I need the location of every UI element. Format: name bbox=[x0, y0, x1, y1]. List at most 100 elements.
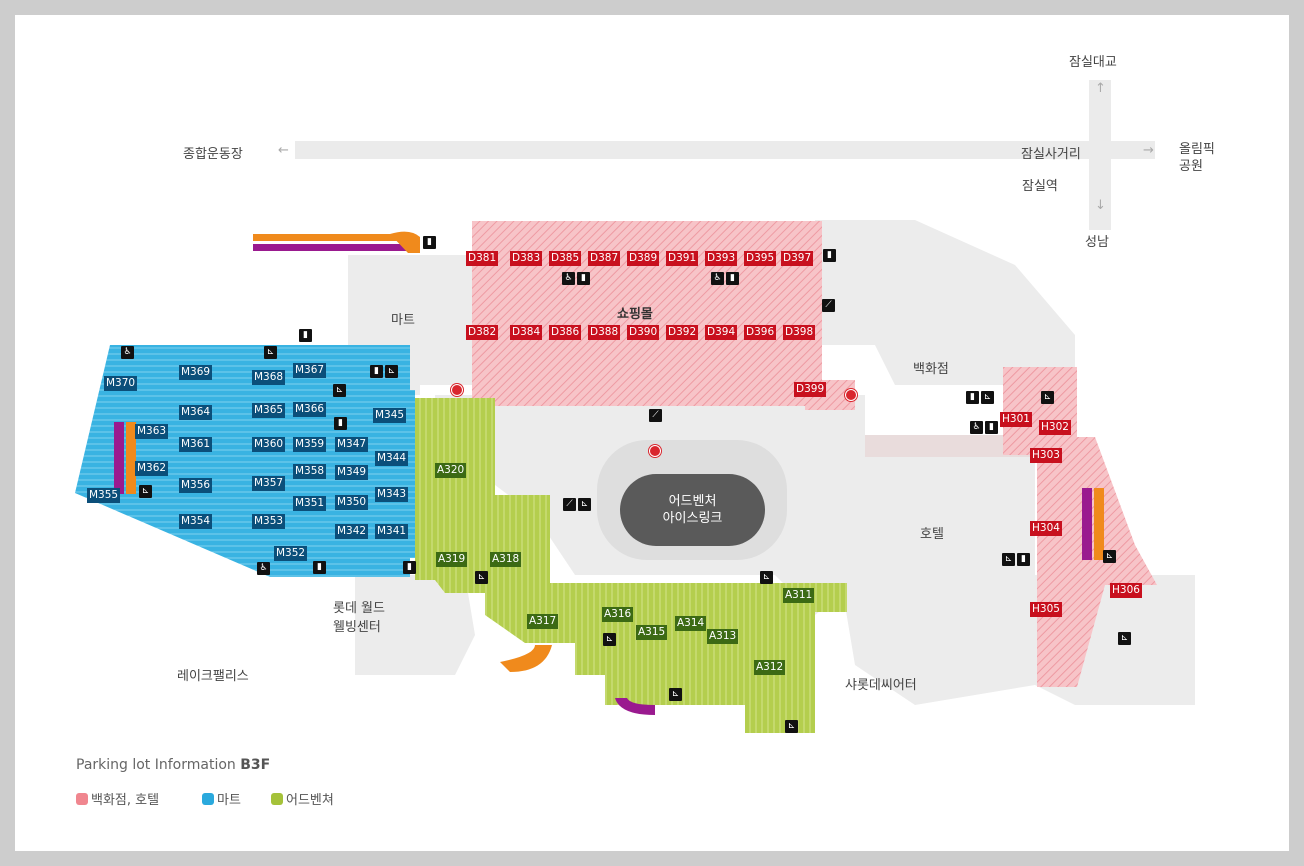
zone-m361[interactable]: M361 bbox=[179, 437, 213, 452]
elevator-icon: ▮ bbox=[1017, 553, 1030, 566]
zone-d388[interactable]: D388 bbox=[588, 325, 621, 340]
restroom-icon: ♿ bbox=[257, 562, 270, 575]
zone-d391[interactable]: D391 bbox=[666, 251, 699, 266]
zone-m355[interactable]: M355 bbox=[87, 488, 121, 503]
zone-m342[interactable]: M342 bbox=[335, 524, 369, 539]
mart-swatch-icon bbox=[202, 792, 214, 805]
restroom-icon: ♿ bbox=[121, 346, 134, 359]
walkway-icon: ⊾ bbox=[760, 571, 773, 584]
zone-a314[interactable]: A314 bbox=[675, 616, 707, 631]
walkway-icon: ⊾ bbox=[1041, 391, 1054, 404]
zone-m360[interactable]: M360 bbox=[252, 437, 286, 452]
dept-swatch-icon bbox=[76, 792, 88, 805]
zone-m364[interactable]: M364 bbox=[179, 405, 213, 420]
department-store-label: 백화점 bbox=[913, 362, 949, 377]
zone-m367[interactable]: M367 bbox=[293, 363, 327, 378]
zone-a311[interactable]: A311 bbox=[783, 588, 815, 603]
elevator-icon: ▮ bbox=[423, 236, 436, 249]
walkway-icon: ⊾ bbox=[1002, 553, 1015, 566]
escalator-icon: ⟋ bbox=[563, 498, 576, 511]
zone-m351[interactable]: M351 bbox=[293, 496, 327, 511]
elevator-icon: ▮ bbox=[313, 561, 326, 574]
zone-a315[interactable]: A315 bbox=[636, 625, 668, 640]
zone-h302[interactable]: H302 bbox=[1039, 420, 1071, 435]
adventure-swatch-icon bbox=[271, 792, 283, 805]
zone-m370[interactable]: M370 bbox=[104, 376, 138, 391]
zone-m345[interactable]: M345 bbox=[373, 408, 407, 423]
legend-item-dept-label: 백화점, 호텔 bbox=[91, 793, 160, 808]
legend-item-mart-label: 마트 bbox=[217, 793, 241, 808]
escalator-icon: ⟋ bbox=[822, 299, 835, 312]
zone-d399[interactable]: D399 bbox=[794, 382, 827, 397]
walkway-icon: ⊾ bbox=[603, 633, 616, 646]
zone-d386[interactable]: D386 bbox=[549, 325, 582, 340]
walkway-icon: ⊾ bbox=[669, 688, 682, 701]
zone-m347[interactable]: M347 bbox=[335, 437, 369, 452]
zone-m368[interactable]: M368 bbox=[252, 370, 286, 385]
lotte-world-label: 롯데 월드 웰빙센터 bbox=[333, 601, 385, 635]
entrance-marker-icon bbox=[451, 384, 463, 396]
elevator-icon: ▮ bbox=[334, 417, 347, 430]
intersection-label: 잠실사거리 bbox=[1021, 147, 1081, 162]
elevator-icon: ▮ bbox=[299, 329, 312, 342]
ice-rink-label-line2: 아이스링크 bbox=[662, 511, 723, 526]
zone-d381[interactable]: D381 bbox=[466, 251, 499, 266]
zone-d384[interactable]: D384 bbox=[510, 325, 543, 340]
zone-m362[interactable]: M362 bbox=[135, 461, 169, 476]
zone-a316[interactable]: A316 bbox=[602, 607, 634, 622]
zone-a318[interactable]: A318 bbox=[490, 552, 522, 567]
restroom-icon: ♿ bbox=[970, 421, 983, 434]
zone-a320[interactable]: A320 bbox=[435, 463, 467, 478]
zone-m353[interactable]: M353 bbox=[252, 514, 286, 529]
escalator-icon: ⟋ bbox=[649, 409, 662, 422]
walkway-icon: ⊾ bbox=[785, 720, 798, 733]
zone-m363[interactable]: M363 bbox=[135, 424, 169, 439]
zone-d392[interactable]: D392 bbox=[666, 325, 699, 340]
zone-h304[interactable]: H304 bbox=[1030, 521, 1062, 536]
zone-m356[interactable]: M356 bbox=[179, 478, 213, 493]
zone-h306[interactable]: H306 bbox=[1110, 583, 1142, 598]
walkway-icon: ⊾ bbox=[981, 391, 994, 404]
ice-rink: 어드벤처 아이스링크 bbox=[620, 474, 765, 546]
zone-m343[interactable]: M343 bbox=[375, 487, 409, 502]
zone-h305[interactable]: H305 bbox=[1030, 602, 1062, 617]
zone-m369[interactable]: M369 bbox=[179, 365, 213, 380]
zone-a313[interactable]: A313 bbox=[707, 629, 739, 644]
restroom-icon: ♿ bbox=[562, 272, 575, 285]
legend-title-text: Parking lot Information bbox=[76, 757, 236, 773]
zone-h301[interactable]: H301 bbox=[1000, 412, 1032, 427]
zone-m341[interactable]: M341 bbox=[375, 524, 409, 539]
zone-m349[interactable]: M349 bbox=[335, 465, 369, 480]
zone-m366[interactable]: M366 bbox=[293, 402, 327, 417]
zone-d390[interactable]: D390 bbox=[627, 325, 660, 340]
zone-d385[interactable]: D385 bbox=[549, 251, 582, 266]
zone-m352[interactable]: M352 bbox=[274, 546, 308, 561]
zone-a319[interactable]: A319 bbox=[436, 552, 468, 567]
shopping-mall-label: 쇼핑몰 bbox=[617, 307, 653, 322]
zone-d395[interactable]: D395 bbox=[744, 251, 777, 266]
zone-m359[interactable]: M359 bbox=[293, 437, 327, 452]
arrow-left-icon: ← bbox=[278, 143, 289, 158]
zone-d387[interactable]: D387 bbox=[588, 251, 621, 266]
zone-m357[interactable]: M357 bbox=[252, 476, 286, 491]
zone-d394[interactable]: D394 bbox=[705, 325, 738, 340]
hotel-label: 호텔 bbox=[920, 527, 944, 542]
zone-a312[interactable]: A312 bbox=[754, 660, 786, 675]
zone-d396[interactable]: D396 bbox=[744, 325, 777, 340]
legend-title: Parking lot Information B3F bbox=[76, 757, 270, 773]
zone-m344[interactable]: M344 bbox=[375, 451, 409, 466]
legend-item-adventure: 어드벤쳐 bbox=[271, 789, 334, 808]
zone-d382[interactable]: D382 bbox=[466, 325, 499, 340]
zone-m350[interactable]: M350 bbox=[335, 495, 369, 510]
zone-d383[interactable]: D383 bbox=[510, 251, 543, 266]
mart-area-label: 마트 bbox=[391, 313, 415, 328]
zone-d393[interactable]: D393 bbox=[705, 251, 738, 266]
zone-a317[interactable]: A317 bbox=[527, 614, 559, 629]
zone-d389[interactable]: D389 bbox=[627, 251, 660, 266]
zone-d397[interactable]: D397 bbox=[781, 251, 814, 266]
zone-m354[interactable]: M354 bbox=[179, 514, 213, 529]
zone-d398[interactable]: D398 bbox=[783, 325, 816, 340]
zone-m365[interactable]: M365 bbox=[252, 403, 286, 418]
zone-h303[interactable]: H303 bbox=[1030, 448, 1062, 463]
zone-m358[interactable]: M358 bbox=[293, 464, 327, 479]
